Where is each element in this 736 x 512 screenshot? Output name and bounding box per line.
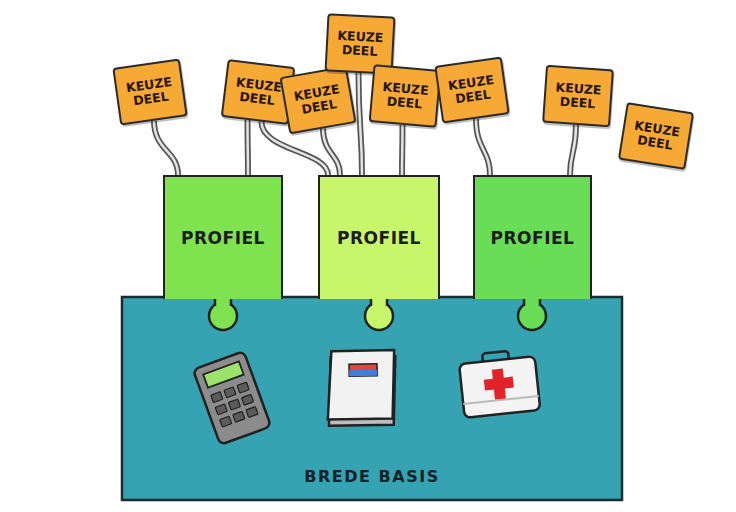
card-label: KEUZE DEEL [438,71,505,108]
connector-core [246,120,249,175]
profile-box: PROFIEL [163,175,283,299]
choice-card: KEUZE DEEL [112,59,187,126]
connector-core [323,129,340,175]
connector-core [476,119,490,175]
profile-box: PROFIEL [318,175,440,299]
double-connector [476,119,490,175]
double-connector [323,129,340,175]
choice-card: KEUZE DEEL [369,64,442,128]
profile-box: PROFIEL [473,175,592,299]
connector-outline [323,129,340,175]
double-connector [402,125,404,175]
connector-outline [476,119,490,175]
card-label: KEUZE DEEL [116,73,183,110]
card-label: KEUZE DEEL [284,80,352,119]
card-label: KEUZE DEEL [545,79,611,112]
card-label: KEUZE DEEL [372,79,438,113]
connector-core [359,73,363,175]
connector-core [570,125,576,175]
base-band [122,297,622,500]
connector-core [154,121,178,175]
choice-card: KEUZE DEEL [279,66,356,135]
double-connector [247,120,249,175]
choice-card: KEUZE DEEL [618,102,694,170]
base-label: BREDE BASIS [304,467,439,486]
connector-outline [399,125,406,175]
profile-label: PROFIEL [337,228,421,248]
puzzle-tab [365,294,393,330]
connector-outline [359,73,363,175]
profile-label: PROFIEL [491,228,575,248]
puzzle-tab [518,294,546,330]
double-connector [359,73,363,175]
connector-core [401,125,404,175]
connector-outline [570,125,576,175]
book-icon [321,341,404,434]
base-band: BREDE BASIS [122,297,622,500]
card-label: KEUZE DEEL [622,117,690,155]
calculator-icon [193,351,271,445]
puzzle-tab [209,294,237,330]
first-aid-icon [458,348,540,418]
connector-outline [245,120,252,175]
card-label: KEUZE DEEL [327,28,392,60]
choice-card: KEUZE DEEL [542,65,614,128]
double-connector [154,121,178,175]
double-connector [570,125,576,175]
profile-label: PROFIEL [181,228,265,248]
connector-outline [154,121,178,175]
choice-card: KEUZE DEEL [434,57,509,124]
